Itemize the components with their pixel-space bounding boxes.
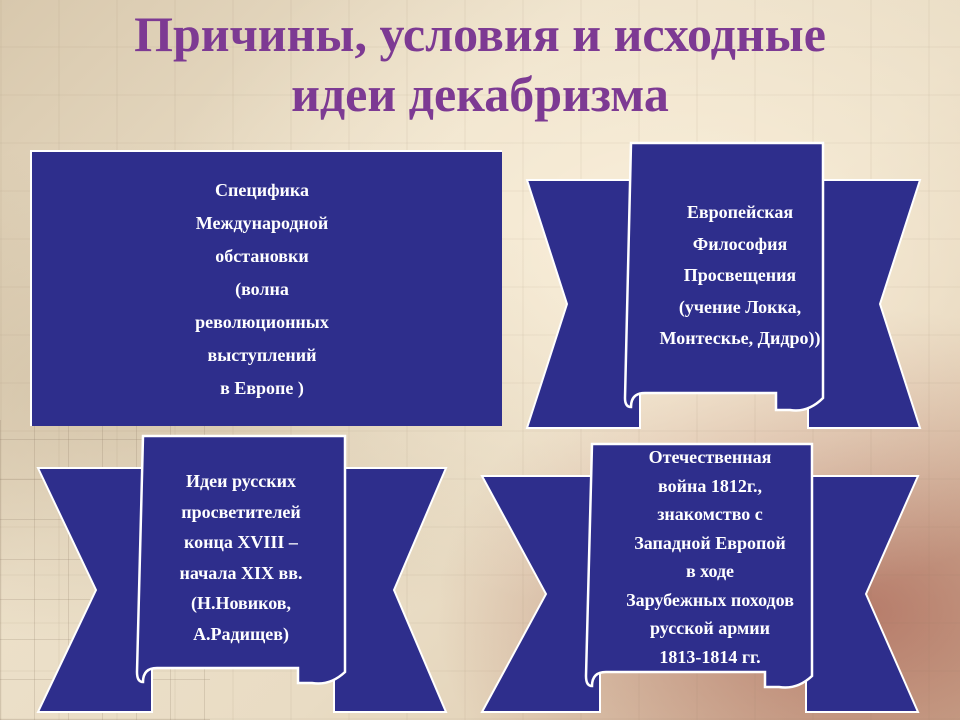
enlightenment-philosophy-text: Европейская Философия Просвещения (учени… xyxy=(659,202,821,348)
slide-title-line-2: идеи декабризма xyxy=(291,66,669,122)
ribbon-right-tail xyxy=(333,467,448,713)
ribbon-right-tail xyxy=(805,475,920,713)
ribbon-center-card xyxy=(623,141,825,412)
slide-title-line-1: Причины, условия и исходные xyxy=(134,6,826,62)
ribbon-left-tail xyxy=(525,179,641,429)
ribbon-center-card xyxy=(584,442,814,689)
russian-enlighteners-text: Идеи русских просветителей конца XVIII –… xyxy=(179,471,303,644)
ribbon-left-tail xyxy=(36,467,153,713)
ribbon-left-tail xyxy=(480,475,601,713)
slide-title: Причины, условия и исходные идеи декабри… xyxy=(0,4,960,124)
patriotic-war-text: Отечественная война 1812г., знакомство с… xyxy=(626,447,794,667)
ribbon-right-tail xyxy=(807,179,922,429)
international-situation-text: Специфика Международной обстановки (волн… xyxy=(195,180,329,398)
ribbon-center-card xyxy=(135,434,347,685)
international-situation-block: Специфика Международной обстановки (волн… xyxy=(30,150,502,426)
